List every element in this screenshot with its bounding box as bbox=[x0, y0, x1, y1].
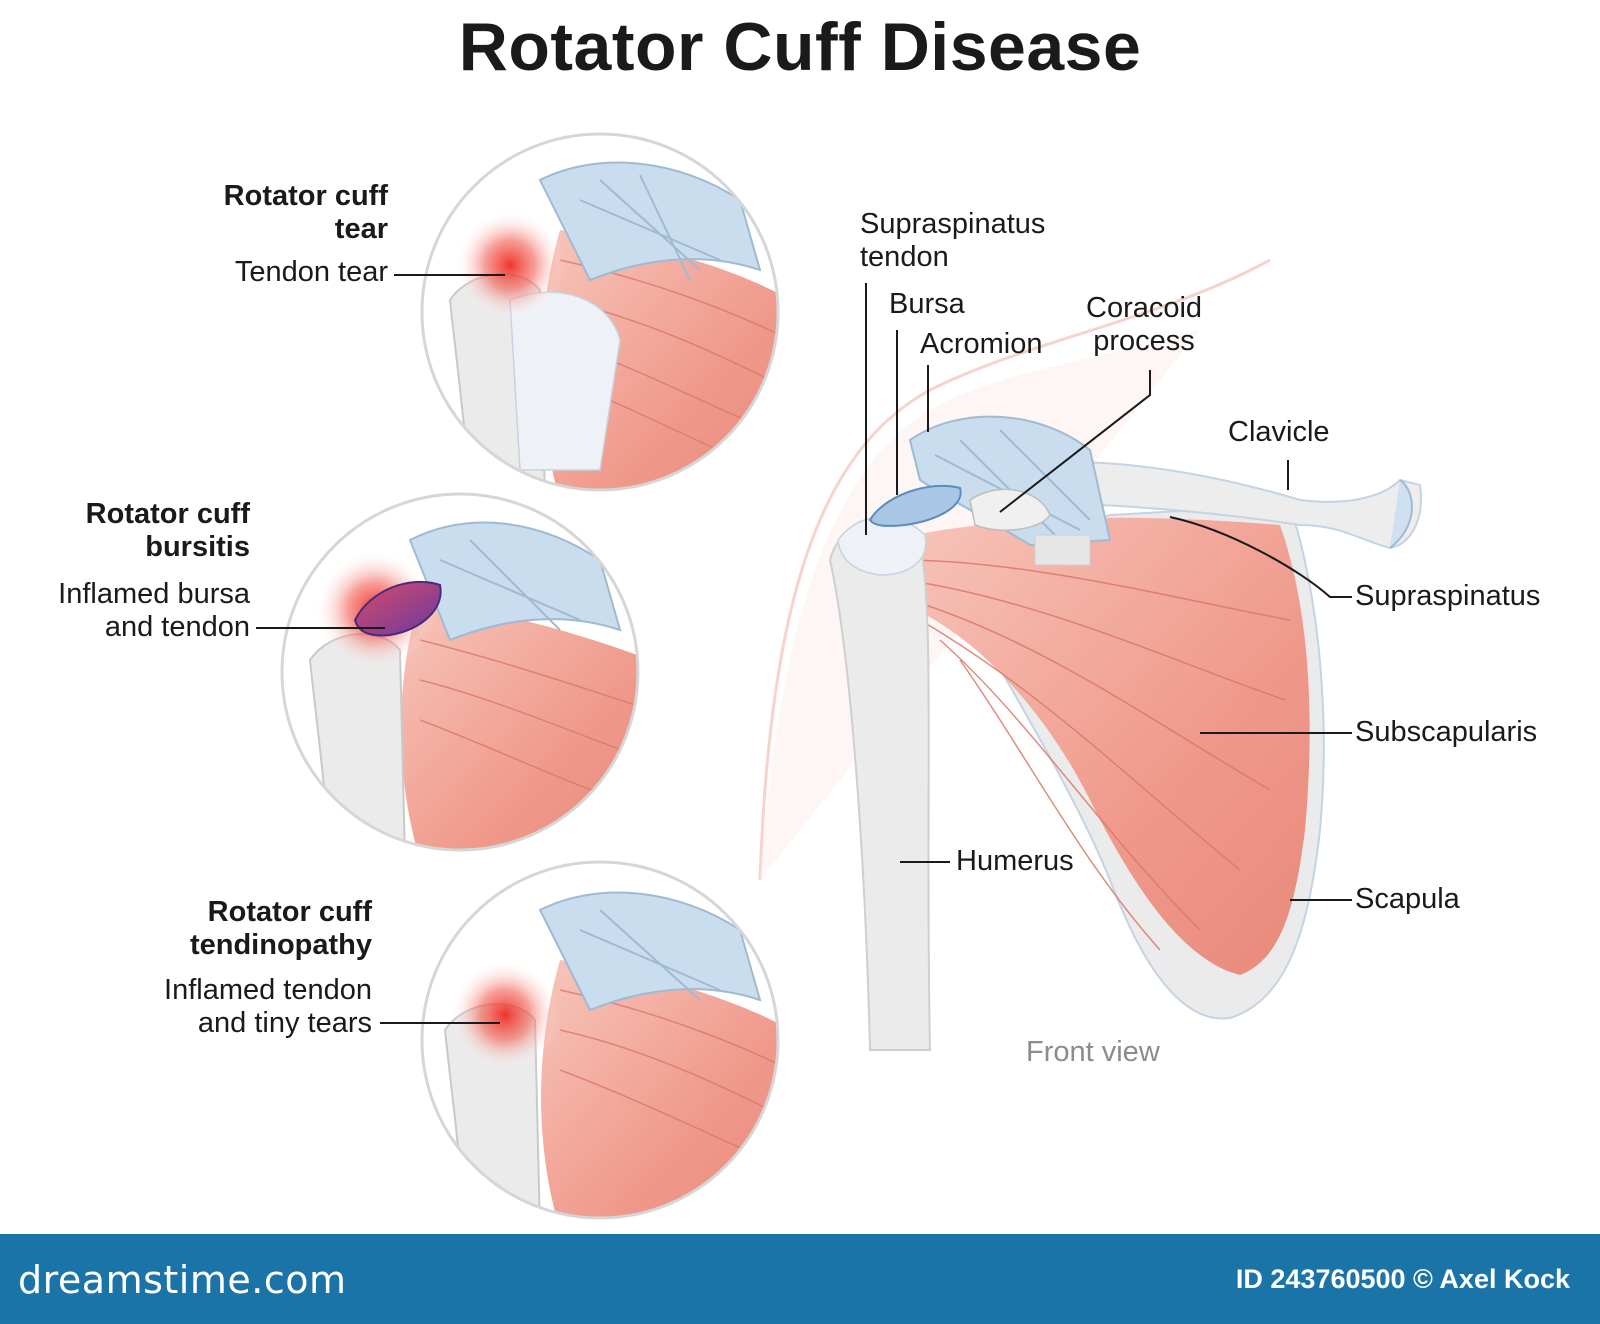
subscapularis-label: Subscapularis bbox=[1355, 716, 1538, 748]
tendon-tear-label: Tendon tear bbox=[234, 256, 388, 288]
page-title: Rotator Cuff Disease bbox=[458, 9, 1142, 85]
acromion-label: Acromion bbox=[920, 328, 1043, 360]
inflamed-tendon-label: Inflamed tendon and tiny tears bbox=[164, 974, 372, 1039]
supraspinatus-tendon-label: Supraspinatus tendon bbox=[860, 208, 1046, 273]
tendinopathy-heading: Rotator cuff tendinopathy bbox=[189, 896, 372, 961]
inflamed-bursa-label: Inflamed bursa and tendon bbox=[58, 578, 250, 643]
coracoid-process-label: Coracoid process bbox=[1086, 292, 1203, 357]
supraspinatus-label: Supraspinatus bbox=[1355, 580, 1541, 612]
anatomy-leader-lines bbox=[865, 283, 1352, 901]
clavicle-label: Clavicle bbox=[1228, 416, 1330, 448]
footer-bar: dreamstime.com ID 243760500 © Axel Kock bbox=[0, 1234, 1600, 1324]
panel-bursitis-illustration bbox=[256, 492, 640, 852]
shoulder-front-view-illustration bbox=[758, 258, 1422, 1051]
panel-tendinopathy-illustration bbox=[380, 860, 780, 1220]
scapula-label: Scapula bbox=[1355, 883, 1460, 915]
bursitis-heading: Rotator cuff bursitis bbox=[85, 498, 250, 563]
panel-tear-illustration bbox=[394, 132, 780, 492]
bursa-label: Bursa bbox=[889, 288, 965, 320]
image-credit: ID 243760500 © Axel Kock bbox=[1235, 1264, 1570, 1294]
brand-logo: dreamstime.com bbox=[18, 1258, 347, 1302]
humerus-label: Humerus bbox=[956, 845, 1074, 877]
tear-heading: Rotator cuff tear bbox=[223, 180, 388, 245]
illustration bbox=[256, 132, 1422, 1220]
front-view-caption: Front view bbox=[1026, 1036, 1160, 1068]
